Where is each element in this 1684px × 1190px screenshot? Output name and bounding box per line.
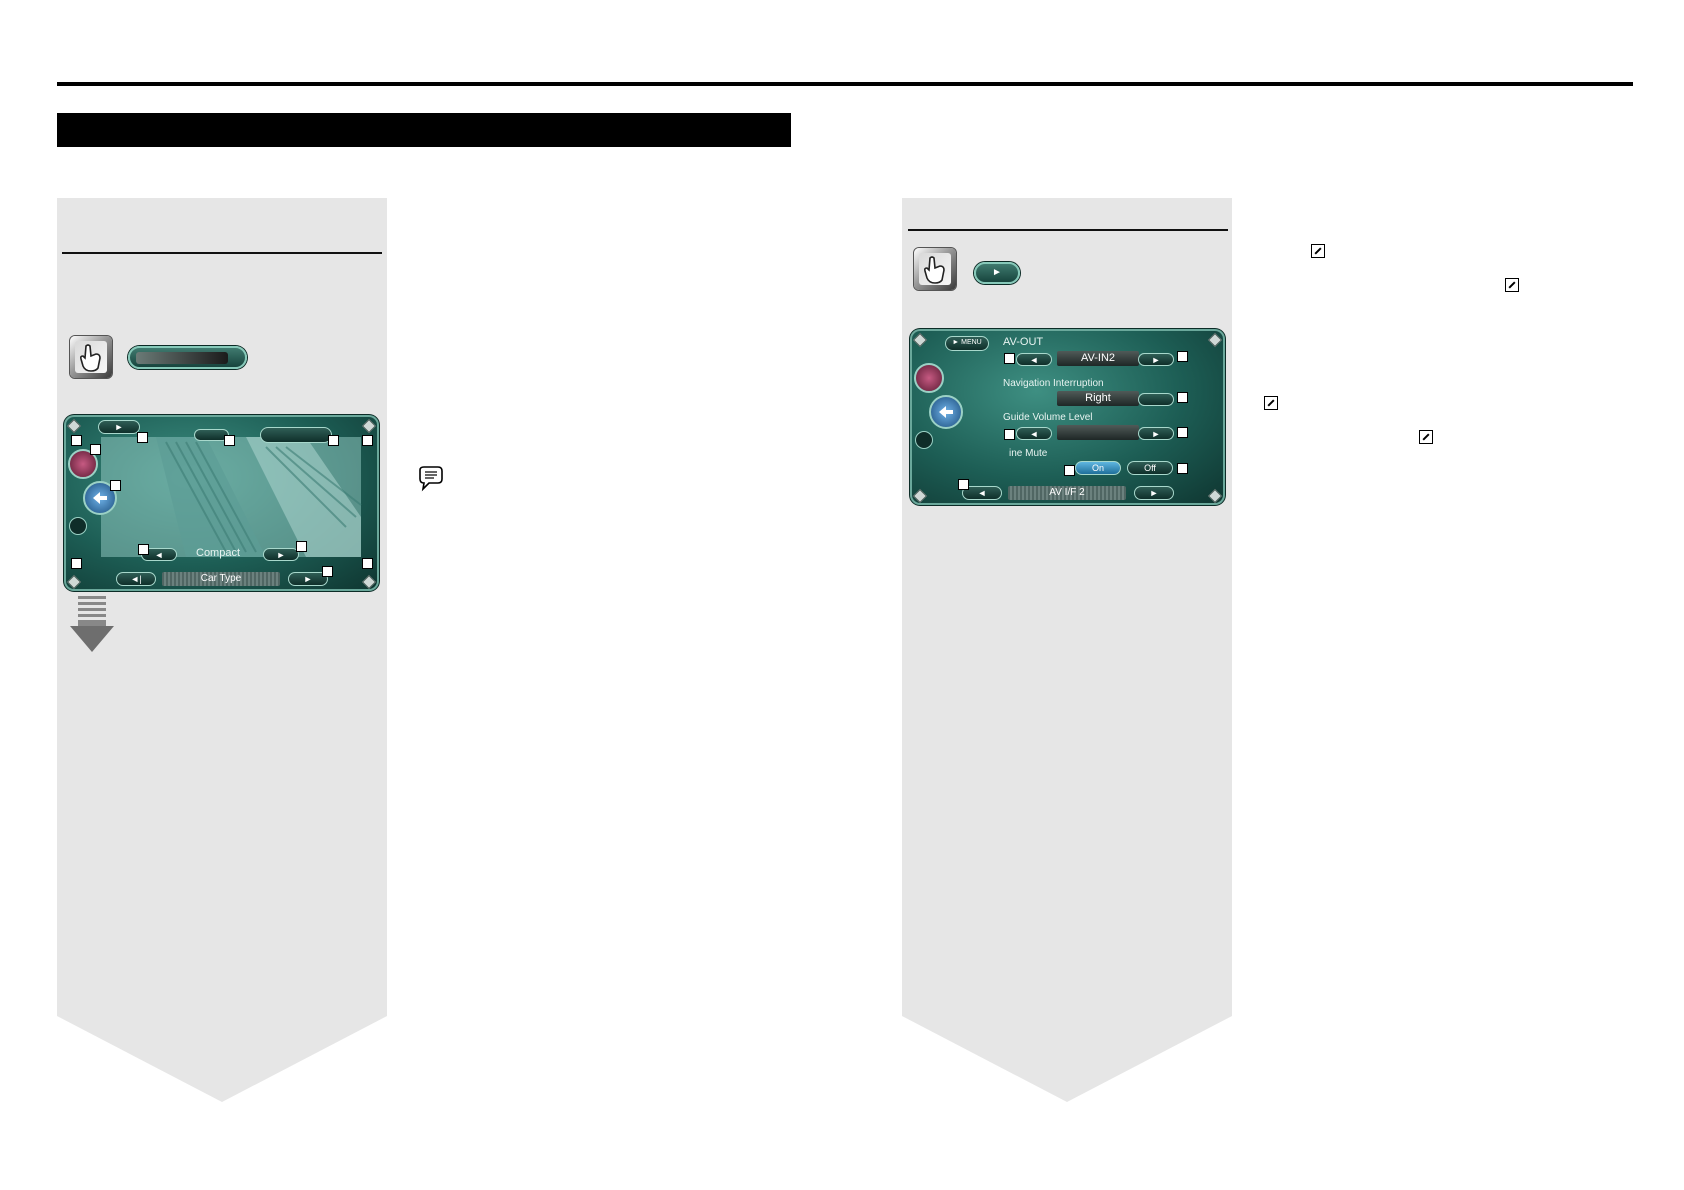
down-arrow-icon: [70, 596, 114, 652]
marker-8: [138, 544, 149, 555]
touch-hand-icon-2: [914, 248, 956, 290]
guide-volume-up-button[interactable]: ►: [1138, 427, 1174, 440]
screen-title: Car Type: [200, 573, 242, 584]
pencil-reference-icon-2: [1505, 278, 1519, 292]
left-setup-button[interactable]: [128, 346, 247, 369]
marker-9: [296, 541, 307, 552]
r-marker-3: [1177, 392, 1188, 403]
r-marker-7: [1177, 463, 1188, 474]
r-marker-1: [1004, 353, 1015, 364]
tool-round-button[interactable]: [69, 517, 87, 535]
pencil-reference-icon-3: [1264, 396, 1278, 410]
marker-2: [90, 444, 101, 455]
left-step-panel: [57, 198, 387, 1016]
line-mute-label: ine Mute: [1009, 448, 1048, 459]
note-speech-icon: [419, 466, 443, 492]
nav-interruption-button[interactable]: [1138, 393, 1174, 406]
left-panel-tip: [57, 1016, 387, 1102]
right-panel-rule: [908, 229, 1228, 231]
building-photo: [101, 437, 362, 557]
return-arrow-icon: [93, 492, 107, 504]
line-mute-on-button[interactable]: On: [1075, 461, 1121, 475]
marker-4: [224, 435, 235, 446]
screen-prev-button[interactable]: ◄: [962, 486, 1002, 500]
screen-next-button[interactable]: ►: [1134, 486, 1174, 500]
option-next-button[interactable]: ►: [263, 548, 299, 561]
screen-title-2: AV I/F 2: [1049, 487, 1085, 498]
top-rule: [57, 82, 1633, 86]
marker-11: [362, 558, 373, 569]
section-title-bar: [57, 113, 791, 147]
top-right-wide-button[interactable]: [260, 427, 332, 443]
r-marker-8: [958, 479, 969, 490]
source-round-button-2[interactable]: [914, 363, 944, 393]
car-type-value: Compact: [196, 547, 241, 559]
marker-7: [110, 480, 121, 491]
r-marker-5: [1177, 427, 1188, 438]
pencil-reference-icon-1: [1311, 244, 1325, 258]
right-panel-tip: [902, 1016, 1232, 1102]
r-marker-6: [1064, 465, 1075, 476]
return-round-button[interactable]: [83, 481, 117, 515]
screen-title-bar-2: AV I/F 2: [1008, 486, 1126, 500]
guide-volume-label: Guide Volume Level: [1003, 412, 1093, 423]
car-type-screen: ► ◄ Compact ► ◄| Car Type ►: [66, 417, 377, 589]
menu-button[interactable]: ► MENU: [945, 336, 989, 351]
next-page-button[interactable]: ►: [974, 262, 1020, 284]
marker-12: [322, 566, 333, 577]
av-out-label: AV-OUT: [1003, 336, 1044, 348]
nav-interruption-label: Navigation Interruption: [1003, 378, 1104, 389]
marker-10: [71, 558, 82, 569]
tool-round-button-2[interactable]: [915, 431, 933, 449]
screen-title-bar: Car Type: [162, 572, 280, 586]
r-marker-4: [1004, 429, 1015, 440]
av-if-2-screen: ► MENU AV-OUT ◄ AV-IN2 ► Navigation Inte…: [912, 331, 1223, 503]
pencil-reference-icon-4: [1419, 430, 1433, 444]
guide-volume-down-button[interactable]: ◄: [1016, 427, 1052, 440]
av-out-next-button[interactable]: ►: [1138, 353, 1174, 366]
nav-prev-button[interactable]: ◄|: [116, 572, 156, 586]
right-step-panel: [902, 198, 1232, 1016]
guide-volume-level-bar: [1057, 425, 1139, 440]
top-left-menu-button[interactable]: ►: [98, 420, 140, 434]
left-panel-rule: [62, 252, 382, 254]
return-arrow-icon-2: [939, 406, 953, 418]
touch-hand-icon: [70, 336, 112, 378]
marker-6: [362, 435, 373, 446]
r-marker-2: [1177, 351, 1188, 362]
return-round-button-2[interactable]: [929, 395, 963, 429]
next-page-arrow: ►: [992, 267, 1002, 278]
marker-5: [328, 435, 339, 446]
av-out-prev-button[interactable]: ◄: [1016, 353, 1052, 366]
marker-3: [137, 432, 148, 443]
marker-1: [71, 435, 82, 446]
line-mute-off-button[interactable]: Off: [1127, 461, 1173, 475]
av-out-value: AV-IN2: [1057, 351, 1139, 366]
nav-interruption-value: Right: [1057, 391, 1139, 406]
nav-next-button[interactable]: ►: [288, 572, 328, 586]
